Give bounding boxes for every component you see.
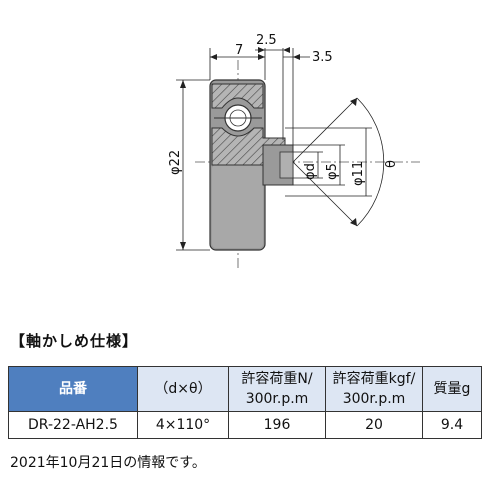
arrow bbox=[350, 218, 357, 226]
arrow bbox=[283, 47, 290, 53]
angle-arc bbox=[356, 97, 385, 227]
dim-label-theta: θ bbox=[384, 160, 399, 168]
arrow bbox=[293, 54, 300, 60]
header-load-kgf: 許容荷重kgf/ 300r.p.m bbox=[325, 366, 423, 412]
arrow bbox=[180, 80, 186, 88]
table-row: DR-22-AH2.5 4×110° 196 20 9.4 bbox=[8, 411, 482, 439]
dim-label-phi11: φ11 bbox=[351, 161, 366, 186]
arrow bbox=[258, 47, 265, 53]
header-load-n: 許容荷重N/ 300r.p.m bbox=[228, 366, 326, 412]
dim-label-3-5: 3.5 bbox=[312, 50, 333, 65]
header-part-number: 品番 bbox=[8, 366, 138, 412]
header-mass: 質量g bbox=[422, 366, 482, 412]
cell-mass: 9.4 bbox=[422, 411, 482, 439]
angle-leg-bottom bbox=[292, 161, 358, 227]
shaft-tip bbox=[279, 151, 294, 179]
arrow bbox=[258, 54, 265, 60]
outer-ring-section bbox=[211, 83, 264, 109]
table-header-row: 品番 （d×θ） 許容荷重N/ 300r.p.m 許容荷重kgf/ 300r.p… bbox=[8, 366, 482, 412]
arrow bbox=[180, 242, 186, 250]
dim-label-phi22: φ22 bbox=[168, 150, 183, 175]
dim-label-2-5: 2.5 bbox=[256, 33, 277, 48]
cell-part-number: DR-22-AH2.5 bbox=[8, 411, 138, 439]
arrow bbox=[210, 54, 217, 60]
cell-d-theta: 4×110° bbox=[137, 411, 229, 439]
dim-label-7: 7 bbox=[235, 43, 243, 58]
cell-load-n: 196 bbox=[228, 411, 326, 439]
dim-label-phid: φd bbox=[303, 163, 318, 180]
bearing-technical-drawing: 7 2.5 3.5 φ22 φd φ5 φ11 θ bbox=[168, 33, 420, 268]
footnote: 2021年10月21日の情報です。 bbox=[10, 455, 206, 471]
spec-table: 品番 （d×θ） 許容荷重N/ 300r.p.m 許容荷重kgf/ 300r.p… bbox=[8, 366, 482, 439]
angle-leg-top bbox=[292, 97, 358, 163]
section-title: 【軸かしめ仕様】 bbox=[10, 332, 139, 350]
header-d-theta: （d×θ） bbox=[137, 366, 229, 412]
cell-load-kgf: 20 bbox=[325, 411, 423, 439]
arrow bbox=[350, 98, 357, 106]
bearing-lower-body bbox=[212, 165, 263, 248]
dim-label-phi5: φ5 bbox=[325, 163, 340, 180]
